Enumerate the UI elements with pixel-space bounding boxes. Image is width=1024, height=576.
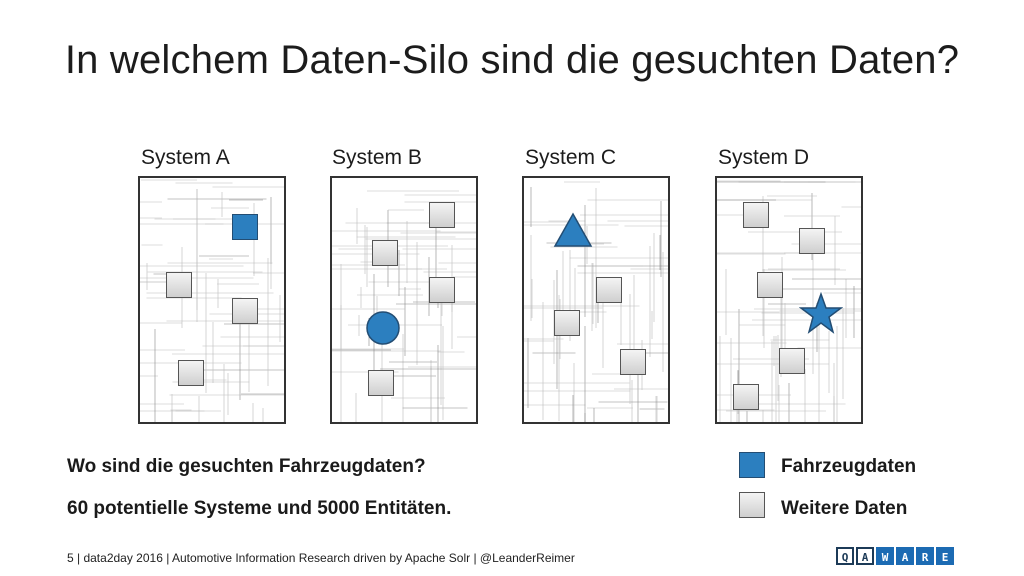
legend-vehicle-swatch: [739, 452, 765, 478]
entity-box: [166, 272, 192, 298]
logo-letter: W: [876, 547, 894, 565]
entity-box: [372, 240, 398, 266]
entity-box: [554, 310, 580, 336]
legend-other-label: Weitere Daten: [781, 498, 908, 519]
system-d-panel: [715, 176, 863, 424]
entity-box: [232, 298, 258, 324]
system-a-panel: [138, 176, 286, 424]
system-b-schema-lines: [332, 190, 476, 422]
vehicle-data-box: [232, 214, 258, 240]
logo-letter: Q: [836, 547, 854, 565]
logo-letter: A: [856, 547, 874, 565]
entity-box: [368, 370, 394, 396]
entity-box: [178, 360, 204, 386]
entity-box: [743, 202, 769, 228]
entity-box: [429, 277, 455, 303]
entity-box: [779, 348, 805, 374]
entity-box: [429, 202, 455, 228]
footer-text: 5 | data2day 2016 | Automotive Informati…: [67, 551, 575, 565]
entity-box: [596, 277, 622, 303]
logo-letter: R: [916, 547, 934, 565]
stats-text: 60 potentielle Systeme und 5000 Entitäte…: [67, 498, 452, 519]
question-text: Wo sind die gesuchten Fahrzeugdaten?: [67, 456, 426, 477]
entity-box: [620, 349, 646, 375]
system-d-label: System D: [718, 146, 810, 169]
system-a-label: System A: [141, 146, 230, 169]
entity-box: [757, 272, 783, 298]
vehicle-data-star: [799, 292, 843, 334]
entity-box: [799, 228, 825, 254]
system-c-panel: [522, 176, 670, 424]
logo-letter: E: [936, 547, 954, 565]
page-title: In welchem Daten-Silo sind die gesuchten…: [64, 38, 960, 82]
logo-letter: A: [896, 547, 914, 565]
legend-vehicle-label: Fahrzeugdaten: [781, 456, 917, 477]
system-b-label: System B: [332, 146, 422, 169]
vehicle-data-triangle: [553, 212, 593, 247]
entity-box: [733, 384, 759, 410]
legend-other-swatch: [739, 492, 765, 518]
system-c-label: System C: [525, 146, 617, 169]
system-b-panel: [330, 176, 478, 424]
qaware-logo: Q A W A R E: [836, 547, 954, 565]
vehicle-data-circle: [366, 311, 400, 345]
system-a-schema-lines: [140, 179, 284, 422]
